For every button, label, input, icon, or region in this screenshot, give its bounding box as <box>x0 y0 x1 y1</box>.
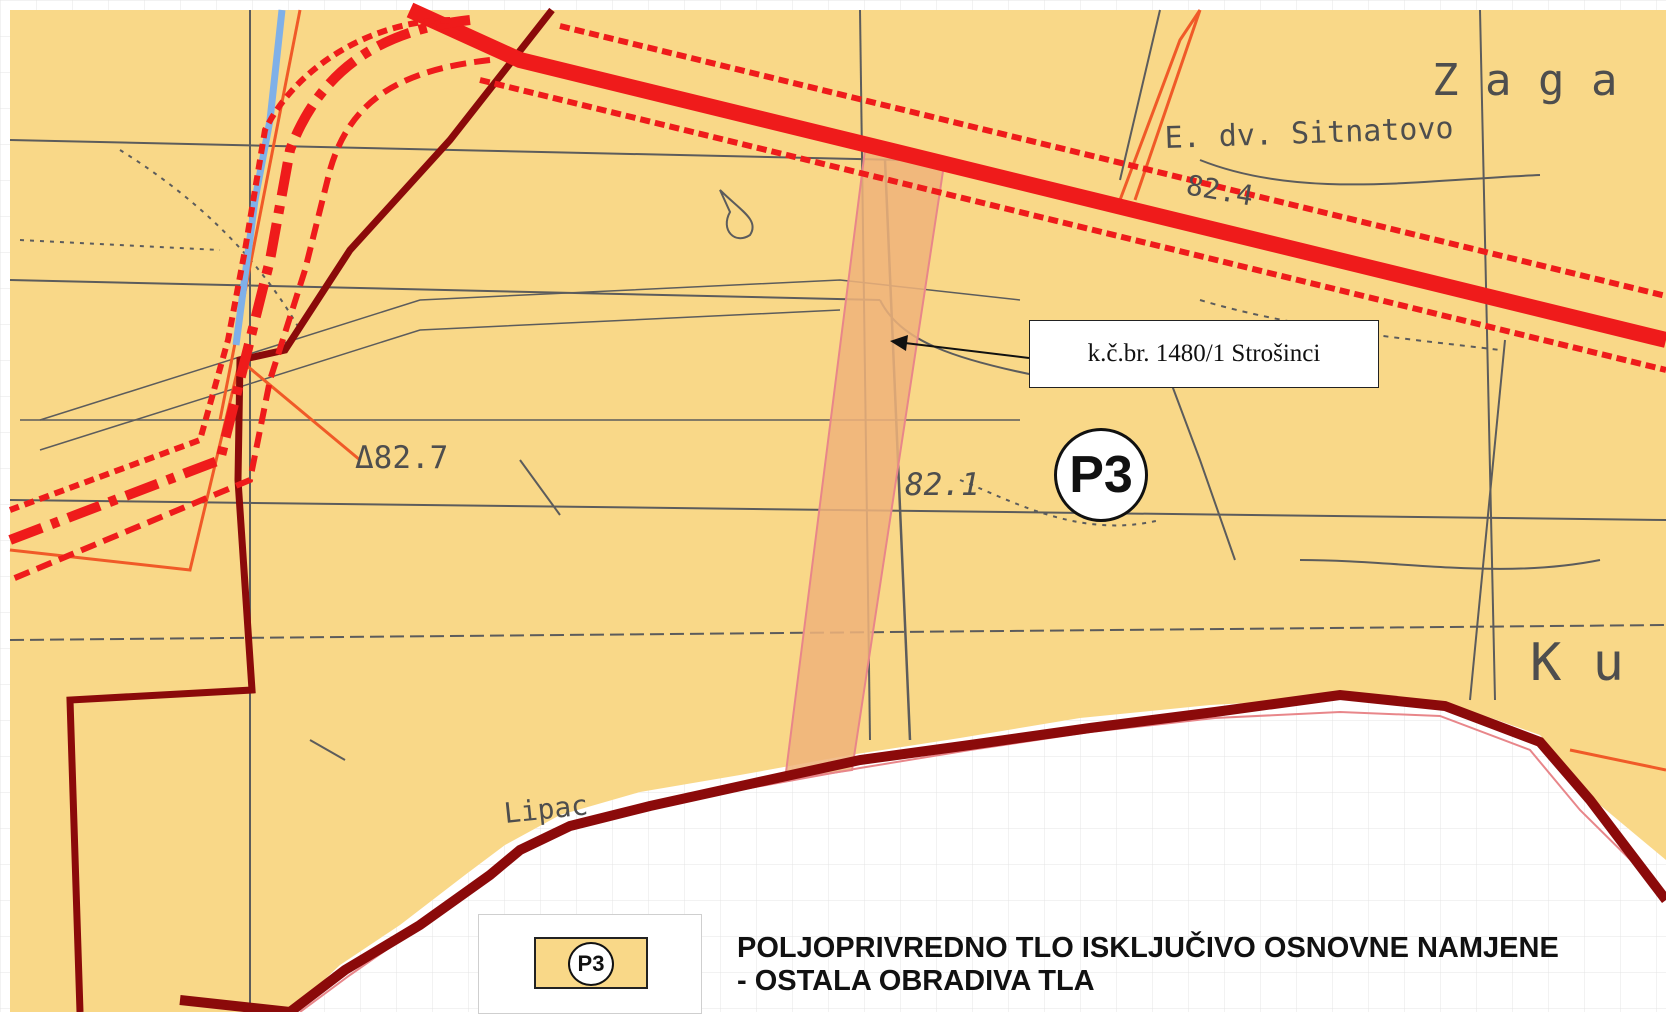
parcel-callout: k.č.br. 1480/1 Strošinci <box>1029 320 1379 388</box>
place-label-zaga: Z a g a <box>1432 55 1617 106</box>
main-road <box>8 2 1666 583</box>
legend-zone-code: P3 <box>568 942 614 986</box>
legend-line-2: - OSTALA OBRADIVA TLA <box>737 965 1095 997</box>
legend-line-1: POLJOPRIVREDNO TLO ISKLJUČIVO OSNOVNE NA… <box>737 932 1559 964</box>
legend-description: POLJOPRIVREDNO TLO ISKLJUČIVO OSNOVNE NA… <box>737 932 1662 998</box>
place-label-ku: K u <box>1530 633 1624 693</box>
elevation-label-2: 82.1 <box>905 467 980 503</box>
elevation-label-1: Δ82.7 <box>355 440 448 476</box>
legend-symbol-box: P3 <box>478 914 702 1014</box>
legend-swatch: P3 <box>534 937 648 989</box>
stream <box>232 9 286 346</box>
planning-boundary-south <box>179 689 1666 1012</box>
callout-arrow <box>890 335 1030 359</box>
zone-badge-p3[interactable]: P3 <box>1054 428 1148 522</box>
